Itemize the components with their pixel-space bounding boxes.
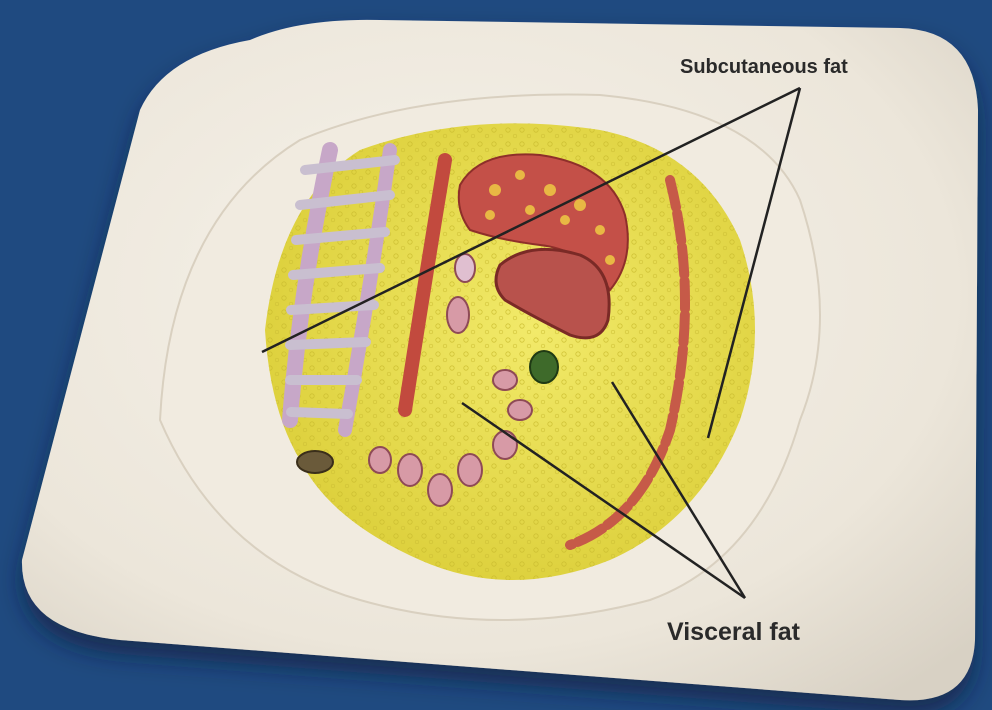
subcutaneous-fat-label: Subcutaneous fat <box>680 56 848 78</box>
visceral-fat-label: Visceral fat <box>667 618 801 646</box>
gallbladder <box>530 351 558 383</box>
colon-section <box>297 451 333 473</box>
